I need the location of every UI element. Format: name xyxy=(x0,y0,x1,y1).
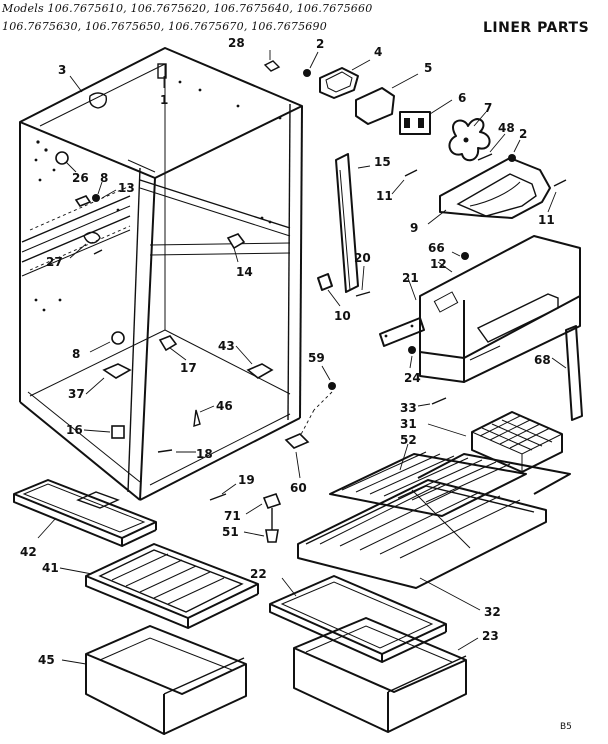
part-20 xyxy=(355,265,371,297)
callout-4: 4 xyxy=(374,45,382,59)
part-10 xyxy=(317,273,341,307)
callout-60: 60 xyxy=(290,481,307,495)
callout-51: 51 xyxy=(222,525,239,539)
part-66 xyxy=(451,251,469,260)
part-28 xyxy=(263,50,281,72)
part-4-light-socket xyxy=(319,59,371,99)
callout-5: 5 xyxy=(424,61,432,75)
models-line-2: 106.7675630, 106.7675650, 106.7675670, 1… xyxy=(2,20,327,33)
callout-32: 32 xyxy=(484,605,501,619)
callout-46: 46 xyxy=(216,399,233,413)
callout-16: 16 xyxy=(66,423,83,437)
part-68-strip xyxy=(551,325,583,421)
part-41-crisper-cover xyxy=(59,543,259,629)
callout-17: 17 xyxy=(180,361,197,375)
callout-22: 22 xyxy=(250,567,267,581)
part-15-rail xyxy=(335,153,371,293)
callout-52: 52 xyxy=(400,433,417,447)
part-24 xyxy=(408,346,416,369)
callout-37: 37 xyxy=(68,387,85,401)
callout-20: 20 xyxy=(354,251,371,265)
callout-43: 43 xyxy=(218,339,235,353)
callout-18: 18 xyxy=(196,447,213,461)
callout-45: 45 xyxy=(38,653,55,667)
callout-42: 42 xyxy=(20,545,37,559)
callout-10: 10 xyxy=(334,309,351,323)
drawing-code: B5 xyxy=(560,722,572,732)
callout-28: 28 xyxy=(228,36,245,50)
callout-31: 31 xyxy=(400,417,417,431)
part-9-fan-shroud xyxy=(427,157,551,225)
part-31-ice-tray xyxy=(427,411,563,473)
callout-3: 3 xyxy=(58,63,66,77)
callout-1: 1 xyxy=(160,93,168,107)
callout-12: 12 xyxy=(430,257,447,271)
part-48-screw xyxy=(477,133,506,161)
part-45-crisper-pan xyxy=(61,625,247,735)
part-11-screws xyxy=(391,169,567,213)
cabinet-liner xyxy=(19,47,303,501)
callout-19: 19 xyxy=(238,473,255,487)
callout-7: 7 xyxy=(484,101,492,115)
part-21-bracket xyxy=(379,317,425,347)
models-line-1: Models 106.7675610, 106.7675620, 106.767… xyxy=(2,2,373,15)
callout-23: 23 xyxy=(482,629,499,643)
callout-15: 15 xyxy=(374,155,391,169)
part-32-glass-shelf xyxy=(297,453,571,611)
part-42-drip-tray xyxy=(13,479,157,547)
callout-8-lower: 8 xyxy=(72,347,80,361)
small-parts-left xyxy=(55,151,274,453)
callout-33: 33 xyxy=(400,401,417,415)
part-12-evaporator-cover xyxy=(407,235,581,383)
callout-9: 9 xyxy=(410,221,418,235)
callout-13: 13 xyxy=(118,181,135,195)
callout-2-top: 2 xyxy=(316,37,324,51)
callout-21: 21 xyxy=(402,271,419,285)
part-52-wire-shelf xyxy=(329,443,527,517)
small-parts-right xyxy=(209,365,336,543)
callout-41: 41 xyxy=(42,561,59,575)
callout-26: 26 xyxy=(72,171,89,185)
part-5-light-shield xyxy=(355,73,419,125)
part-2-top xyxy=(303,51,319,77)
callout-24: 24 xyxy=(404,371,421,385)
callout-27: 27 xyxy=(46,255,63,269)
callout-68: 68 xyxy=(534,353,551,367)
part-33-screw xyxy=(417,397,447,407)
callout-labels: 3 28 2 4 5 1 6 7 48 2 26 8 13 15 11 11 9… xyxy=(20,36,555,667)
part-22-crisper-glass xyxy=(269,575,447,663)
callout-8-upper: 8 xyxy=(100,171,108,185)
part-7-fan-blade xyxy=(448,111,491,162)
callout-59: 59 xyxy=(308,351,325,365)
callout-11-right: 11 xyxy=(538,213,555,227)
diagram-title: LINER PARTS xyxy=(483,20,590,36)
callout-6: 6 xyxy=(458,91,466,105)
callout-66: 66 xyxy=(428,241,445,255)
part-6-fan-motor xyxy=(399,99,453,135)
callout-14: 14 xyxy=(236,265,253,279)
callout-11-left: 11 xyxy=(376,189,393,203)
callout-71: 71 xyxy=(224,509,241,523)
leader-3 xyxy=(69,75,83,93)
callout-48: 48 xyxy=(498,121,515,135)
callout-2-right: 2 xyxy=(519,127,527,141)
part-23-crisper-pan xyxy=(293,617,479,733)
